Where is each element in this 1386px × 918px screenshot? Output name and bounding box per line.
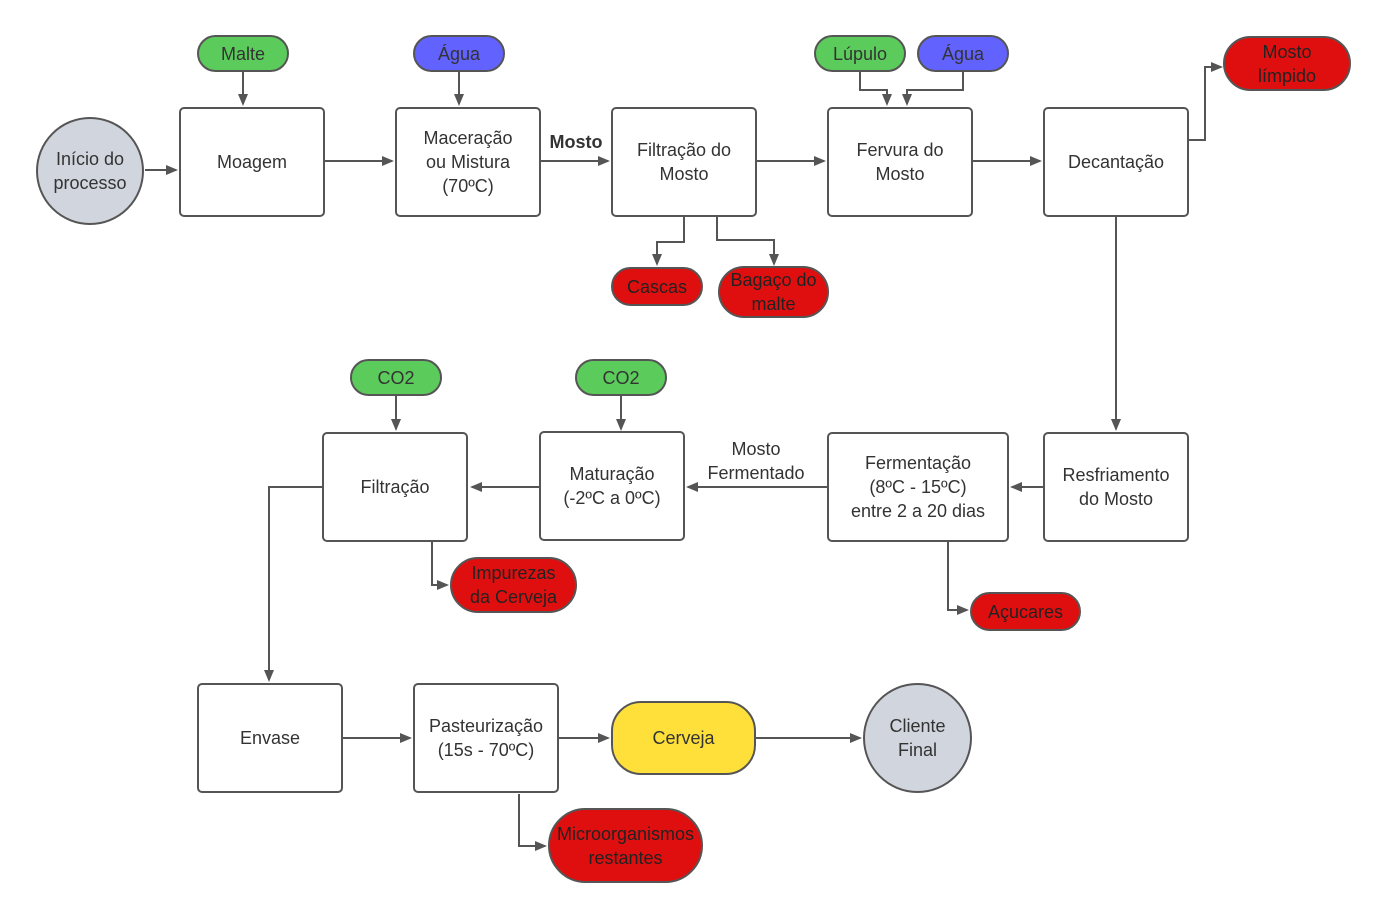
- process-fervura: Fervura do Mosto: [827, 107, 973, 217]
- input-malte: Malte: [197, 35, 289, 72]
- edge-label-mosto: Mosto: [549, 132, 603, 152]
- output-cascas: Cascas: [611, 267, 703, 306]
- edge-lupulo-fervura: [859, 72, 892, 106]
- edge-pasteurizacao-microorganismos: [518, 794, 547, 851]
- output-impurezas: Impurezas da Cerveja: [450, 557, 577, 613]
- process-filtracao-mosto: Filtração do Mosto: [611, 107, 757, 217]
- input-lupulo: Lúpulo: [814, 35, 906, 72]
- process-maceracao: Maceração ou Mistura (70ºC): [395, 107, 541, 217]
- process-moagem: Moagem: [179, 107, 325, 217]
- product-cerveja: Cerveja: [611, 701, 756, 775]
- end-node-cliente: Cliente Final: [863, 683, 972, 793]
- process-envase: Envase: [197, 683, 343, 793]
- edge-label-mosto-fermentado: Mosto Fermentado: [707, 439, 805, 483]
- input-co2-maturacao: CO2: [575, 359, 667, 396]
- process-fermentacao: Fermentação (8ºC - 15ºC) entre 2 a 20 di…: [827, 432, 1009, 542]
- output-bagaco: Bagaço do malte: [718, 266, 829, 318]
- input-agua-2: Água: [917, 35, 1009, 72]
- edge-agua2-fervura: [902, 72, 964, 106]
- edge-filtracao-envase: [264, 486, 322, 682]
- edge-fermentacao-acucares: [947, 542, 969, 615]
- edge-filtracao-impurezas: [431, 542, 449, 590]
- process-filtracao: Filtração: [322, 432, 468, 542]
- process-pasteurizacao: Pasteurização (15s - 70ºC): [413, 683, 559, 793]
- output-acucares: Açucares: [970, 592, 1081, 631]
- process-decantacao: Decantação: [1043, 107, 1189, 217]
- process-resfriamento: Resfriamento do Mosto: [1043, 432, 1189, 542]
- output-mosto-limpido: Mosto límpido: [1223, 36, 1351, 91]
- output-microorganismos: Microorganismos restantes: [548, 808, 703, 883]
- edge-filtracao-mosto-bagaco: [716, 217, 779, 266]
- start-node: Início do processo: [36, 117, 144, 225]
- process-maturacao: Maturação (-2ºC a 0ºC): [539, 431, 685, 541]
- input-agua-1: Água: [413, 35, 505, 72]
- input-co2-filtracao: CO2: [350, 359, 442, 396]
- edge-filtracao-mosto-cascas: [652, 217, 685, 266]
- edge-decantacao-mosto-limpido: [1189, 62, 1223, 141]
